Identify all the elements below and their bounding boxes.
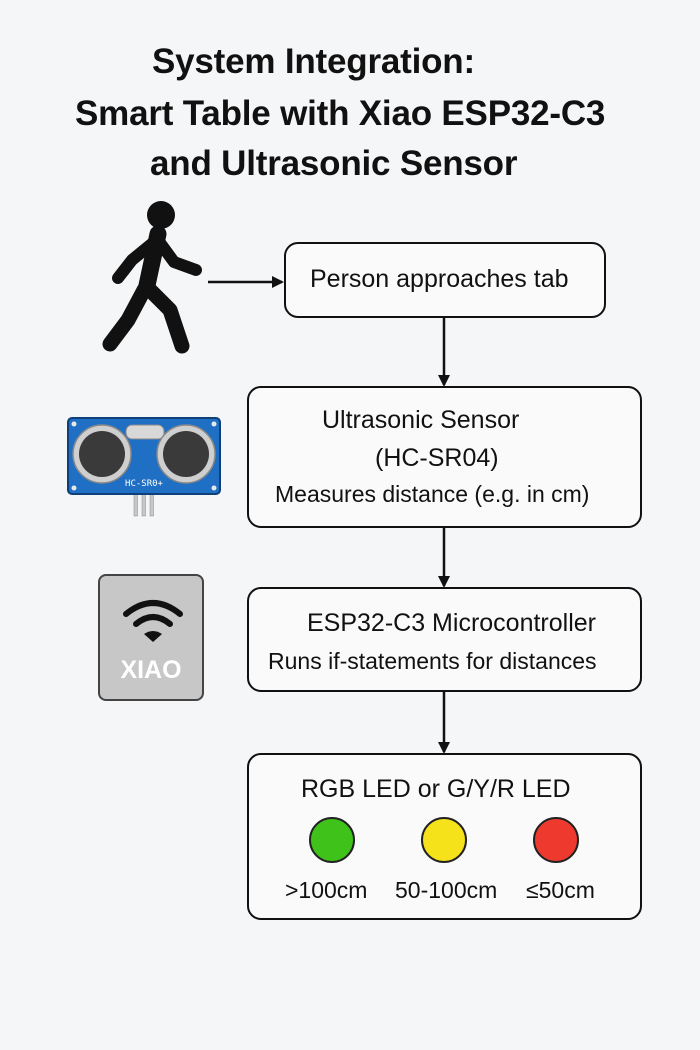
title-line-1: System Integration:: [152, 42, 475, 81]
title-line-2: Smart Table with Xiao ESP32-C3: [75, 94, 606, 133]
green-led-label: >100cm: [285, 877, 368, 903]
red-led-icon: [533, 817, 579, 863]
ultrasonic-sensor-box: Ultrasonic Sensor (HC-SR04) Measures dis…: [247, 386, 642, 528]
green-led-icon: [309, 817, 355, 863]
sensor-title-label: Ultrasonic Sensor: [322, 406, 520, 434]
yellow-led-icon: [421, 817, 467, 863]
yellow-led-label: 50-100cm: [395, 877, 498, 903]
wifi-icon: [123, 600, 183, 642]
ultrasonic-sensor-icon: HC-SR0+: [67, 417, 221, 517]
xiao-board-icon: XIAO: [98, 574, 204, 701]
sensor-board-label: HC-SR0+: [125, 479, 164, 489]
title-line-3: and Ultrasonic Sensor: [150, 144, 518, 183]
walking-person-icon: [102, 201, 202, 354]
led-box: RGB LED or G/Y/R LED >100cm 50-100cm ≤50…: [247, 753, 642, 920]
red-led-label: ≤50cm: [526, 877, 595, 903]
sensor-model-label: (HC-SR04): [375, 444, 499, 472]
sensor-description-label: Measures distance (e.g. in cm): [275, 481, 590, 507]
microcontroller-box: ESP32-C3 Microcontroller Runs if-stateme…: [247, 587, 642, 692]
led-title-label: RGB LED or G/Y/R LED: [301, 775, 571, 803]
person-approaches-label: Person approaches tab: [310, 265, 569, 293]
mcu-title-label: ESP32-C3 Microcontroller: [307, 609, 596, 637]
mcu-description-label: Runs if-statements for distances: [268, 648, 597, 674]
person-approaches-box: Person approaches tab: [284, 242, 606, 318]
xiao-board-label: XIAO: [120, 656, 182, 684]
